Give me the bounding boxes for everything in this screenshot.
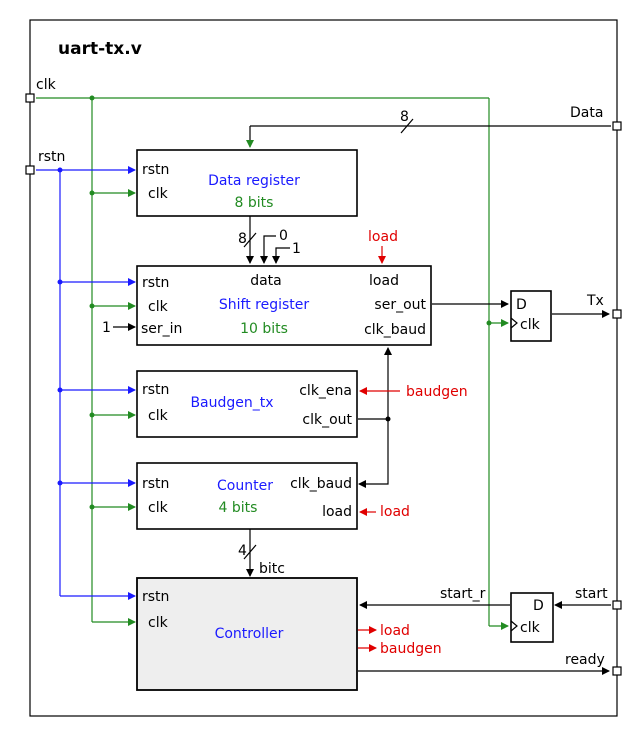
shift-register-data-pin: data bbox=[250, 273, 282, 289]
baudgen-clk-ena-pin: clk_ena bbox=[299, 383, 352, 399]
bitc-bus-width: 4 bbox=[238, 543, 247, 559]
shift-load-signal: load bbox=[368, 229, 398, 245]
baudgen-rstn-pin: rstn bbox=[142, 382, 169, 398]
ready-port-label: ready bbox=[565, 652, 605, 668]
start-port bbox=[612, 600, 622, 610]
ser-in-const-label: 1 bbox=[102, 320, 111, 336]
tx-ff-clk-pin: clk bbox=[520, 317, 541, 333]
data-wires bbox=[113, 118, 611, 675]
baudgen-enable-signal: baudgen bbox=[406, 384, 468, 400]
reset-net bbox=[36, 166, 136, 600]
shift-register-ser-out-pin: ser_out bbox=[374, 297, 426, 313]
controller-name: Controller bbox=[215, 626, 284, 642]
tx-port bbox=[612, 309, 622, 319]
counter-load-signal: load bbox=[380, 504, 410, 520]
start-ff-clk-pin: clk bbox=[520, 620, 541, 636]
data-register-rstn-pin: rstn bbox=[142, 162, 169, 178]
start-port-label: start bbox=[575, 586, 608, 602]
counter-clk-pin: clk bbox=[148, 500, 169, 516]
data-register-block: rstn clk Data register 8 bits bbox=[136, 149, 358, 217]
ready-port bbox=[612, 666, 622, 676]
start-r-label: start_r bbox=[440, 586, 486, 602]
clock-net bbox=[36, 95, 509, 630]
control-signals bbox=[358, 246, 400, 652]
counter-clk-baud-pin: clk_baud bbox=[290, 476, 352, 492]
controller-clk-pin: clk bbox=[148, 615, 169, 631]
clk-port-label: clk bbox=[36, 77, 57, 93]
controller-load-output: load bbox=[380, 623, 410, 639]
shift-data-bus-width: 8 bbox=[238, 231, 247, 247]
shift-register-ser-in-pin: ser_in bbox=[141, 321, 182, 337]
data-port-label: Data bbox=[570, 105, 603, 121]
start-ff-d-pin: D bbox=[533, 598, 544, 614]
shift-register-name: Shift register bbox=[219, 297, 310, 313]
shift-register-block: rstn clk ser_in data load ser_out clk_ba… bbox=[136, 265, 432, 346]
start-flip-flop: D clk bbox=[510, 592, 554, 643]
tx-flip-flop: D clk bbox=[510, 290, 552, 342]
module-title: uart-tx.v bbox=[58, 39, 142, 59]
data-port bbox=[612, 121, 622, 131]
data-register-width: 8 bits bbox=[235, 195, 274, 211]
controller-baudgen-output: baudgen bbox=[380, 641, 442, 657]
controller-block: rstn clk Controller bbox=[136, 577, 358, 691]
shift-register-load-pin: load bbox=[369, 273, 399, 289]
counter-load-pin: load bbox=[322, 504, 352, 520]
counter-rstn-pin: rstn bbox=[142, 476, 169, 492]
rstn-port-label: rstn bbox=[38, 149, 65, 165]
baudgen-clk-pin: clk bbox=[148, 408, 169, 424]
shift-register-rstn-pin: rstn bbox=[142, 275, 169, 291]
clk-port bbox=[25, 93, 35, 103]
tx-ff-d-pin: D bbox=[516, 297, 527, 313]
bitc-label: bitc bbox=[259, 561, 285, 577]
data-register-clk-pin: clk bbox=[148, 186, 169, 202]
shift-register-clk-pin: clk bbox=[148, 299, 169, 315]
baudgen-tx-block: rstn clk Baudgen_tx clk_ena clk_out bbox=[136, 370, 358, 438]
counter-block: rstn clk Counter 4 bits clk_baud load bbox=[136, 462, 358, 530]
tx-port-label: Tx bbox=[586, 293, 604, 309]
shift-register-clk-baud-pin: clk_baud bbox=[364, 322, 426, 338]
baudgen-name: Baudgen_tx bbox=[190, 395, 273, 411]
counter-name: Counter bbox=[217, 478, 273, 494]
const-zero-label: 0 bbox=[279, 228, 288, 244]
shift-register-width: 10 bits bbox=[240, 321, 288, 337]
const-one-label: 1 bbox=[292, 241, 301, 257]
controller-rstn-pin: rstn bbox=[142, 589, 169, 605]
baudgen-clk-out-pin: clk_out bbox=[302, 412, 352, 428]
counter-width: 4 bits bbox=[219, 500, 258, 516]
data-register-name: Data register bbox=[208, 173, 300, 189]
rstn-port bbox=[25, 165, 35, 175]
data-bus-width: 8 bbox=[400, 109, 409, 125]
module-frame bbox=[29, 19, 618, 717]
